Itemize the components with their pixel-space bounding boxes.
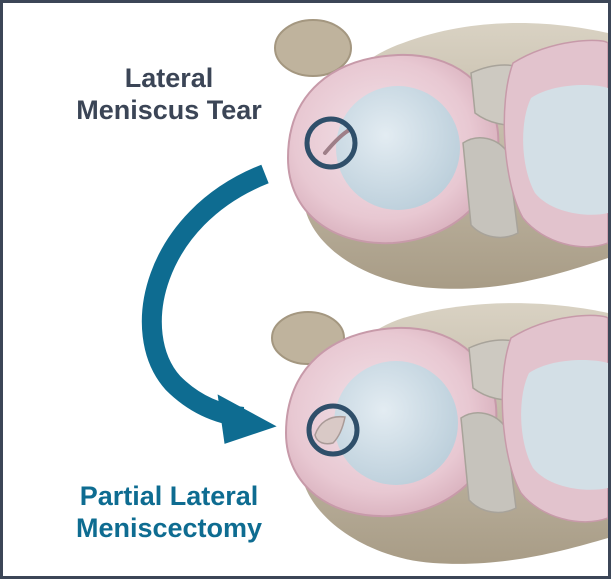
partial-lateral-meniscectomy-label: Partial Lateral Meniscectomy [29, 481, 309, 545]
knee-bottom-illustration [272, 303, 608, 564]
lateral-meniscus-tear-label: Lateral Meniscus Tear [39, 63, 299, 127]
tibial-cartilage-bottom [334, 361, 458, 485]
knee-top-illustration [275, 20, 608, 289]
curved-arrow-icon [152, 174, 278, 444]
